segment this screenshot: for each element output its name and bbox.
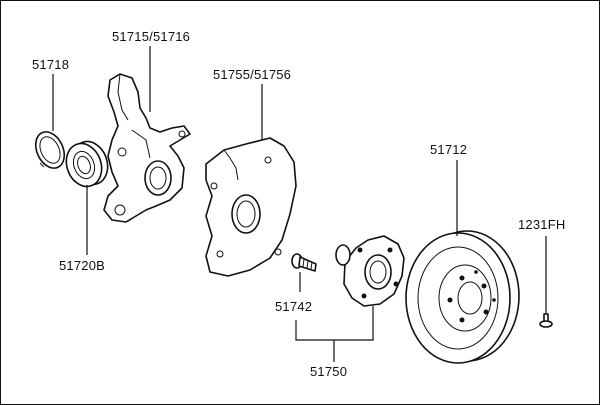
wheel-hub <box>335 235 405 307</box>
wheel-bearing <box>65 140 109 188</box>
hub-bolt <box>291 253 317 272</box>
label-screw: 1231FH <box>518 217 565 232</box>
label-dust-cover: 51755/51756 <box>213 67 291 82</box>
leader-lines <box>52 46 547 362</box>
part-labels: 51715/51716 51718 51720B 51755/51756 517… <box>32 29 565 379</box>
disc-screw <box>539 313 553 328</box>
dust-cover <box>205 137 297 277</box>
brake-disc <box>405 230 520 364</box>
label-bearing: 51720B <box>59 258 105 273</box>
steering-knuckle <box>103 73 191 223</box>
snap-ring <box>34 131 66 169</box>
label-hub-assembly: 51750 <box>310 364 347 379</box>
label-snap-ring: 51718 <box>32 57 69 72</box>
label-hub-bolt: 51742 <box>275 299 312 314</box>
label-knuckle: 51715/51716 <box>112 29 190 44</box>
label-disc: 51712 <box>430 142 467 157</box>
